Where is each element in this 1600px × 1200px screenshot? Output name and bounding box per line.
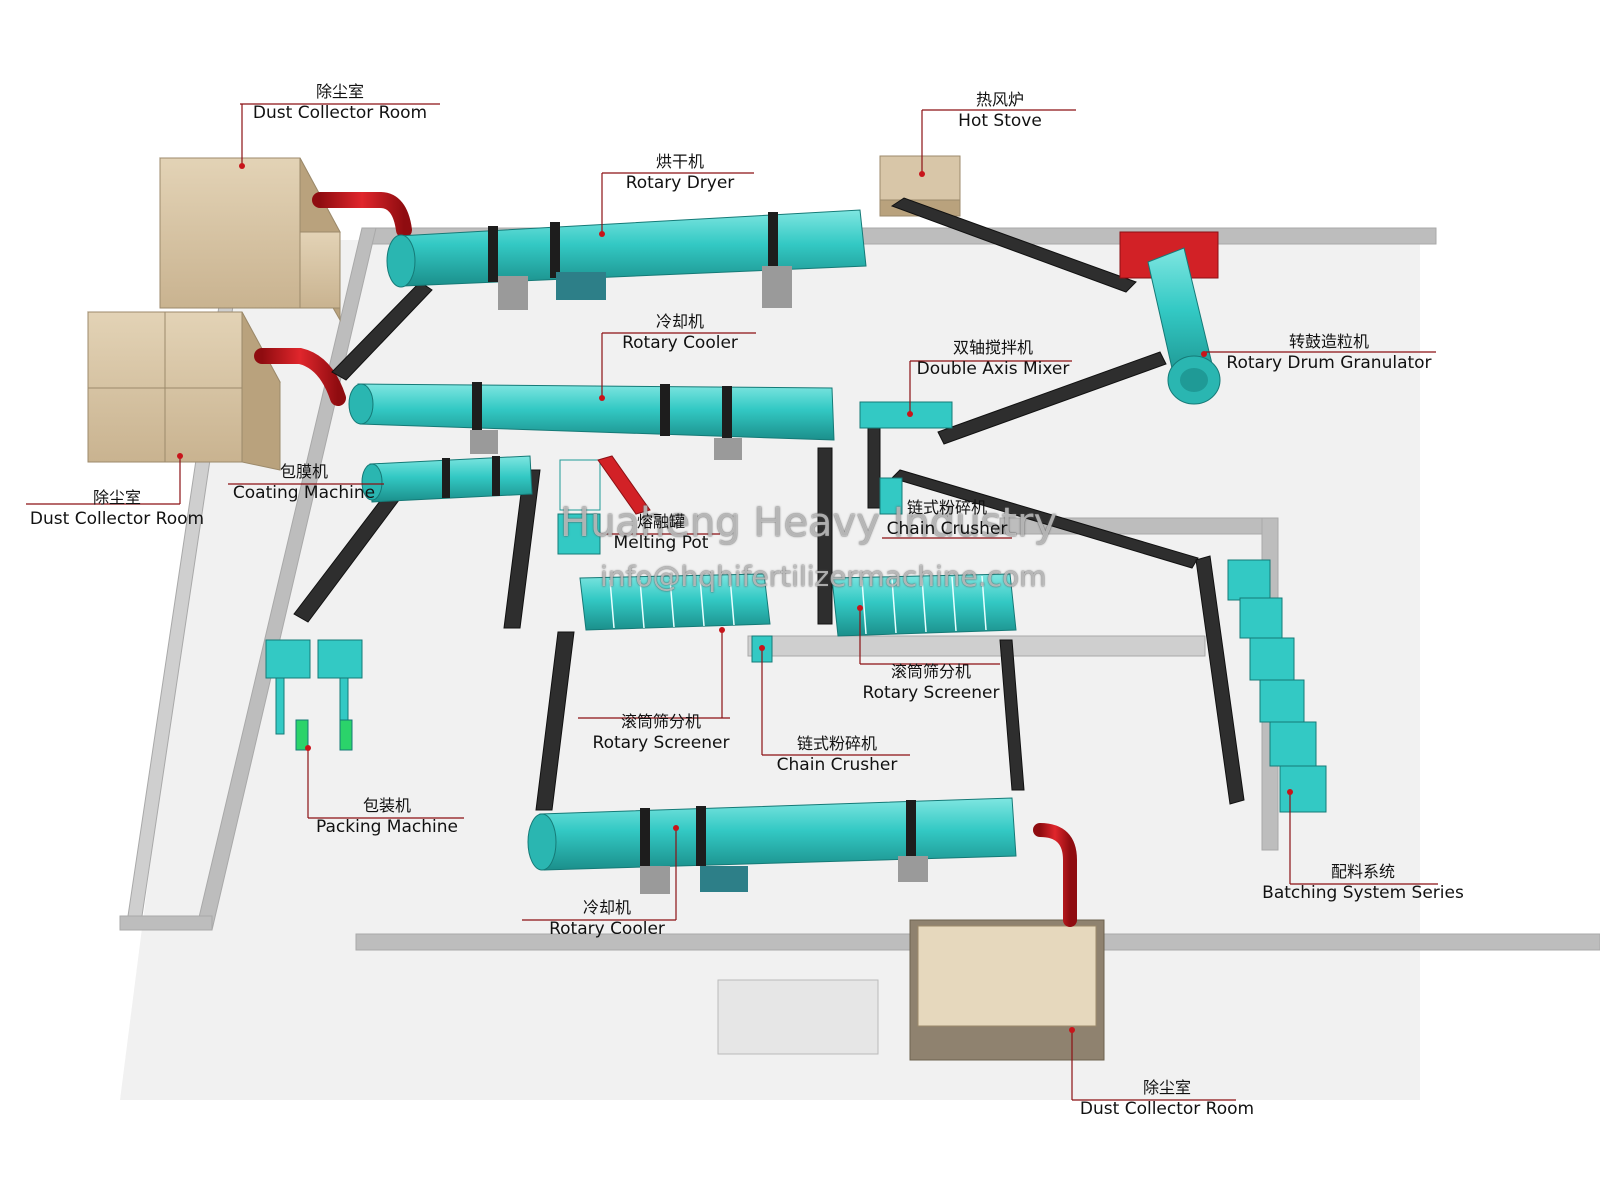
label-en: Rotary Screener	[862, 683, 1000, 703]
label-en: Packing Machine	[316, 817, 458, 837]
label-chain-crusher-top: 链式粉碎机 Chain Crusher	[882, 498, 1012, 540]
label-packing-machine: 包装机 Packing Machine	[308, 796, 466, 838]
label-rotary-screener-right: 滚筒筛分机 Rotary Screener	[856, 662, 1006, 704]
label-rotary-screener-left: 滚筒筛分机 Rotary Screener	[586, 712, 736, 754]
ducts	[236, 192, 1077, 1026]
leader-lines	[26, 103, 1438, 1101]
label-coating-machine: 包膜机 Coating Machine	[224, 462, 384, 504]
label-melting-pot: 熔融罐 Melting Pot	[596, 512, 726, 554]
label-en: Coating Machine	[232, 483, 376, 503]
packing-machine-body	[265, 639, 363, 751]
label-zh: 滚筒筛分机	[890, 662, 971, 681]
label-rotary-cooler-bottom: 冷却机 Rotary Cooler	[532, 898, 682, 940]
melting-stairs	[597, 455, 651, 515]
label-zh: 除尘室	[315, 82, 364, 101]
label-double-axis-mixer: 双轴搅拌机 Double Axis Mixer	[910, 338, 1076, 380]
label-en: Rotary Screener	[592, 733, 730, 753]
label-zh: 转鼓造粒机	[1288, 332, 1369, 351]
label-zh: 热风炉	[975, 90, 1024, 109]
label-dust-collector-room-top: 除尘室 Dust Collector Room	[240, 82, 440, 124]
floor	[120, 240, 1420, 1100]
label-chain-crusher-bottom: 链式粉碎机 Chain Crusher	[762, 734, 912, 776]
label-zh: 除尘室	[92, 488, 141, 507]
label-zh: 链式粉碎机	[906, 498, 987, 517]
label-zh: 链式粉碎机	[796, 734, 877, 753]
label-zh: 冷却机	[655, 312, 704, 331]
label-en: Rotary Drum Granulator	[1226, 353, 1432, 373]
label-en: Double Axis Mixer	[916, 359, 1070, 379]
label-en: Chain Crusher	[776, 755, 898, 775]
label-zh: 滚筒筛分机	[620, 712, 701, 731]
label-en: Rotary Dryer	[625, 173, 735, 193]
label-rotary-drum-granulator: 转鼓造粒机 Rotary Drum Granulator	[1214, 332, 1444, 374]
label-zh: 配料系统	[1330, 862, 1395, 881]
rotary-dryer-body	[386, 209, 867, 310]
batching-bins	[1227, 559, 1327, 813]
small-machines	[557, 401, 953, 663]
screener-grid	[609, 575, 987, 635]
rotary-drum-granulator-body	[1119, 231, 1221, 405]
label-en: Dust Collector Room	[29, 509, 205, 529]
label-zh: 双轴搅拌机	[952, 338, 1033, 357]
label-zh: 除尘室	[1142, 1078, 1191, 1097]
label-en: Batching System Series	[1262, 883, 1464, 903]
rotary-cooler-bottom-body	[527, 797, 1017, 894]
coating-machine-body	[361, 455, 533, 503]
label-en: Dust Collector Room	[1079, 1099, 1255, 1119]
watermark-company: Huaheng Heavy Industry	[560, 500, 1058, 546]
label-en: Hot Stove	[958, 111, 1042, 131]
label-en: Melting Pot	[613, 533, 709, 553]
label-hot-stove: 热风炉 Hot Stove	[922, 90, 1078, 132]
label-zh: 包装机	[362, 796, 411, 815]
label-en: Rotary Cooler	[549, 919, 665, 939]
dust-room-top	[159, 157, 341, 322]
leader-dots	[177, 163, 1293, 1033]
label-zh: 熔融罐	[636, 512, 685, 531]
label-zh: 烘干机	[655, 152, 704, 171]
label-dust-collector-room-bottom: 除尘室 Dust Collector Room	[1072, 1078, 1262, 1120]
label-en: Rotary Cooler	[622, 333, 738, 353]
label-dust-collector-room-left: 除尘室 Dust Collector Room	[22, 488, 212, 530]
dust-room-left	[87, 311, 281, 471]
label-zh: 包膜机	[279, 462, 328, 481]
label-en: Chain Crusher	[886, 519, 1008, 539]
label-zh: 冷却机	[582, 898, 631, 917]
conveyors	[293, 197, 1245, 811]
label-batching-system-series: 配料系统 Batching System Series	[1258, 862, 1468, 904]
label-rotary-dryer: 烘干机 Rotary Dryer	[602, 152, 758, 194]
watermark-email: info@hqhifertilizermachine.com	[600, 560, 1047, 593]
label-rotary-cooler-top: 冷却机 Rotary Cooler	[602, 312, 758, 354]
rotary-cooler-top-body	[348, 382, 835, 460]
label-en: Dust Collector Room	[252, 103, 428, 123]
